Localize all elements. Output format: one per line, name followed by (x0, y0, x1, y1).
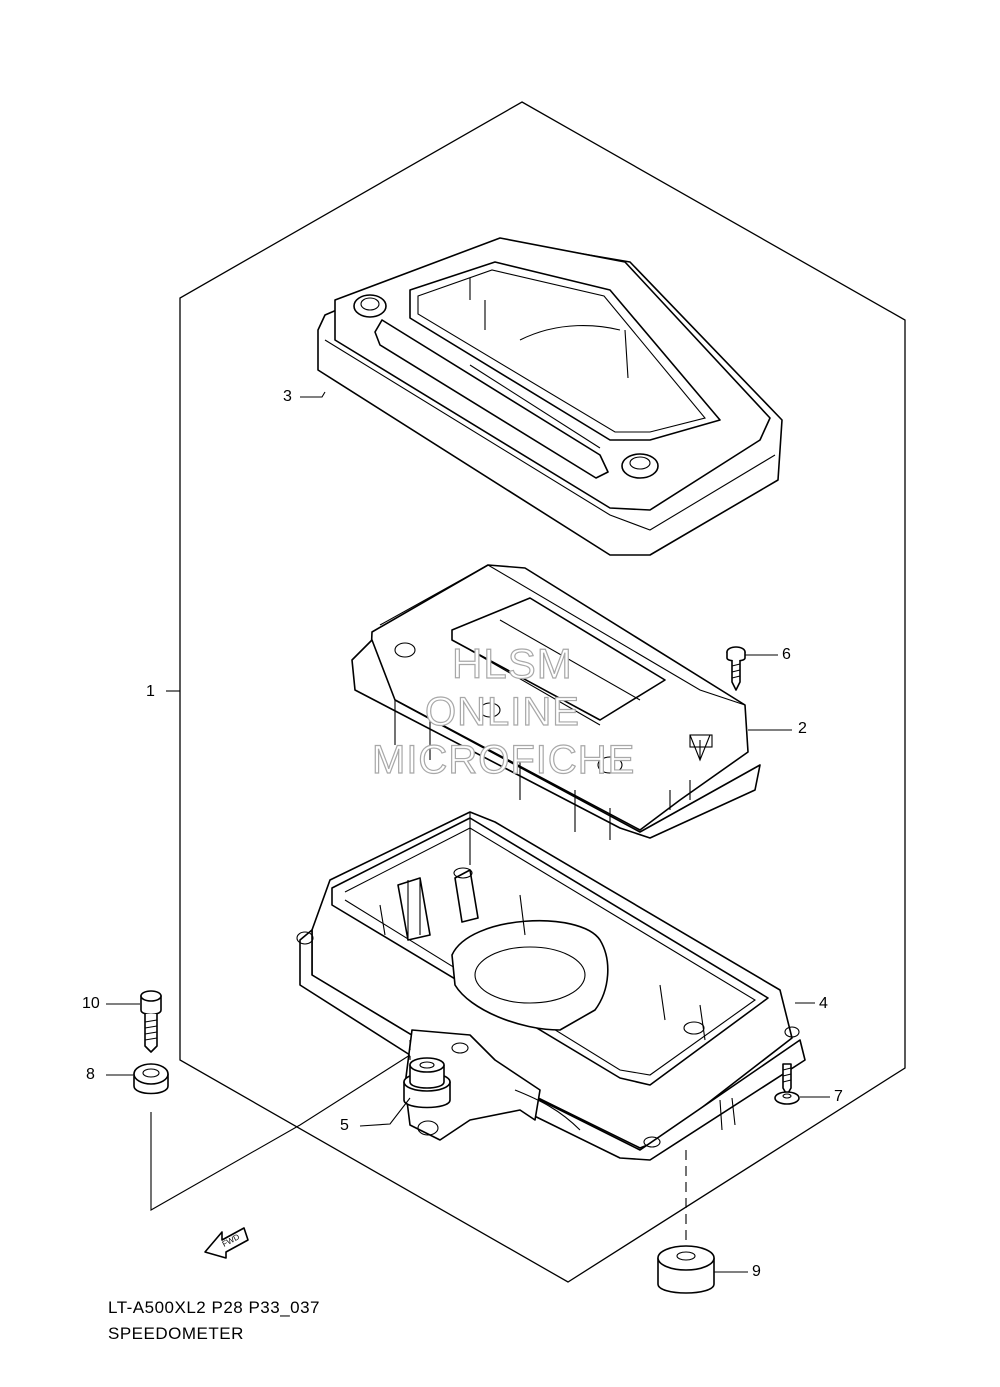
part-4-lower-case (296, 811, 806, 1161)
part-5-grommet (403, 1057, 451, 1109)
watermark-line-2: ONLINE (424, 689, 580, 734)
diagram-title: SPEEDOMETER (108, 1324, 244, 1343)
part-10-bolt (140, 990, 162, 1053)
forward-arrow-icon: FWD (204, 1227, 249, 1259)
part-2-meter-unit (351, 564, 761, 840)
callout-2: 2 (798, 720, 807, 737)
callout-6: 6 (782, 646, 791, 663)
callout-4: 4 (819, 995, 828, 1012)
callout-3: 3 (283, 388, 292, 405)
part-3-cover (317, 237, 783, 556)
callout-9: 9 (752, 1263, 761, 1280)
diagram-code: LT-A500XL2 P28 P33_037 (108, 1298, 321, 1317)
callout-1: 1 (146, 683, 155, 700)
part-6-screw (726, 646, 746, 691)
watermark-line-1: HLSM (451, 639, 573, 687)
callout-5: 5 (340, 1117, 349, 1134)
assembly-frame (179, 101, 906, 1283)
callout-10: 10 (82, 995, 100, 1012)
part-7-tapping-screw (774, 1063, 800, 1105)
callout-8: 8 (86, 1066, 95, 1083)
part-9-cushion (657, 1245, 715, 1294)
callout-7: 7 (834, 1088, 843, 1105)
part-8-washer (133, 1063, 169, 1095)
watermark-line-3: MICROFICHE (371, 737, 636, 782)
